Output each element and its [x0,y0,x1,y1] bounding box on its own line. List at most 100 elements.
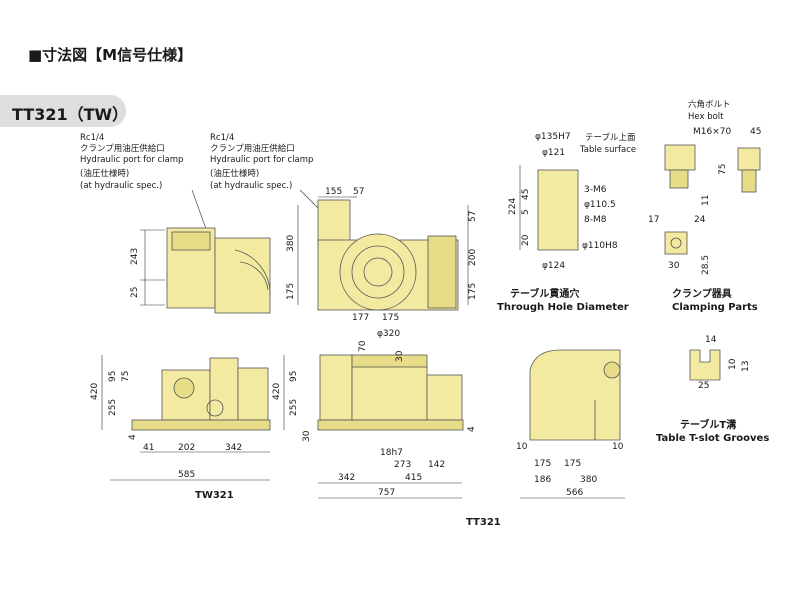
tslot-detail: 14 25 10 13 テーブルT溝 Table T-slot Grooves [656,335,769,444]
dim-ttf-273: 273 [394,460,411,470]
clamp-washer [664,231,688,255]
dim-sd-380: 380 [580,475,597,485]
note-port-1: Rc1/4 クランプ用油圧供給口 Hydraulic port for clam… [80,133,211,241]
caption-tslot-jp: テーブルT溝 [680,418,736,431]
through-hole-detail: φ135H7 テーブル上面 Table surface φ121 224 45 … [497,132,636,313]
dim-tt-57w: 57 [353,187,364,197]
dim-twf-342: 342 [225,443,242,453]
caption-tt: TT321 [466,517,501,528]
dim-ttf-420: 420 [272,383,282,400]
dim-cl-75: 75 [718,164,728,175]
side-body [529,349,621,441]
dim-th-5: 5 [521,209,531,215]
tw-table-arc [234,249,271,296]
dim-twf-255: 255 [108,399,118,416]
dim-tt-200: 200 [468,249,478,266]
dim-th-135: φ135H7 [535,132,571,142]
page-title: ■寸法図【M信号仕様】 [28,46,193,64]
tt-top-view: 155 57 380 175 57 200 175 [286,187,478,311]
dim-ttf-95: 95 [289,371,299,382]
dim-ttf-177: 177 [352,313,369,323]
dim-th-110: φ110.5 [584,200,616,210]
dim-ts-14: 14 [705,335,717,345]
note1-line2: クランプ用油圧供給口 [80,143,165,154]
tt-front-motor [319,354,353,421]
dim-ttf-142: 142 [428,460,445,470]
dim-tw-25: 25 [130,287,140,298]
dim-cl-285: 28.5 [701,255,711,275]
note2-leader [299,189,319,209]
tw-top-view: 243 25 [130,227,271,314]
tt-clamp-block [317,199,351,246]
dim-cl-24: 24 [694,215,706,225]
note1-line3: Hydraulic port for clamp [80,155,183,165]
dim-sd-186: 186 [534,475,551,485]
model-tag-label: TT321（TW） [12,105,129,124]
hex-bolt-size: M16×70 [693,127,731,137]
caption-clamp-jp: クランプ器具 [672,287,732,300]
dim-twf-585: 585 [178,470,195,480]
caption-tslot-en: Table T-slot Grooves [656,433,769,444]
dim-th-m6: 3-M6 [584,185,607,195]
tslot-profile [689,349,721,381]
table-surface-en: Table surface [579,145,636,155]
note1-line5: (at hydraulic spec.) [80,181,162,191]
note2-line1: Rc1/4 [210,133,234,143]
dim-twf-75: 75 [121,371,131,382]
dim-th-121: φ121 [542,148,565,158]
dim-twf-95: 95 [108,371,118,382]
dim-sd-175a: 175 [534,459,551,469]
dim-th-20: 20 [521,234,531,246]
dim-th-45: 45 [521,189,531,200]
dim-sd-175b: 175 [564,459,581,469]
dim-tt-57h: 57 [468,211,478,222]
table-surface-jp: テーブル上面 [585,132,636,143]
dim-ts-10: 10 [728,358,738,370]
note2-line2: クランプ用油圧供給口 [210,143,295,154]
dim-sd-10b: 10 [612,442,624,452]
note2-line3: Hydraulic port for clamp [210,155,313,165]
dim-tw-243: 243 [130,248,140,265]
model-tag: TT321（TW） [0,95,129,127]
tt-front-body [351,364,428,421]
note2-line4: (油圧仕様時) [210,168,259,179]
caption-through-jp: テーブル貫通穴 [510,287,579,300]
dim-ttf-757: 757 [378,488,395,498]
dim-th-m8: 8-M8 [584,215,607,225]
caption-tw: TW321 [195,490,234,501]
th-section [537,169,579,251]
dim-twf-202: 202 [178,443,195,453]
note1-line1: Rc1/4 [80,133,104,143]
dim-twf-420: 420 [90,383,100,400]
dim-tt-175b: 175 [468,283,478,300]
caption-clamp-en: Clamping Parts [672,302,758,313]
dim-ttf-70: 70 [358,340,368,352]
note1-line4: (油圧仕様時) [80,168,129,179]
dim-ttf-342: 342 [338,473,355,483]
dim-ttf-4: 4 [467,426,477,432]
dim-ttf-30b: 30 [302,430,312,442]
tt-front-view: 177 175 φ320 70 30 420 95 255 30 4 18h7 … [272,313,501,528]
clamp-block [664,144,696,171]
tw-front-view: 420 95 75 255 4 41 202 342 585 TW321 [90,355,271,501]
dim-twf-41: 41 [143,443,154,453]
dim-ts-13: 13 [741,361,751,372]
dim-cl-17: 17 [648,215,659,225]
hex-bolt-jp: 六角ボルト [688,99,731,110]
hex-bolt-en: Hex bolt [688,112,724,122]
dim-cl-30: 30 [668,261,680,271]
caption-through-en: Through Hole Diameter [497,302,629,313]
dim-ts-25: 25 [698,381,709,391]
clamping-parts-detail: 六角ボルト Hex bolt M16×70 45 75 11 17 24 30 … [648,99,761,313]
note-port-2: Rc1/4 クランプ用油圧供給口 Hydraulic port for clam… [210,133,319,209]
dim-tt-175: 175 [286,283,296,300]
dim-ttf-30: 30 [395,350,405,362]
dim-cl-11: 11 [701,195,711,206]
dim-twf-4: 4 [128,434,138,440]
dim-ttf-415: 415 [405,473,422,483]
tt-table-circle [339,233,417,311]
dim-tt-380: 380 [286,235,296,252]
dim-ttf-255: 255 [289,399,299,416]
dim-ttf-320: φ320 [377,329,400,339]
